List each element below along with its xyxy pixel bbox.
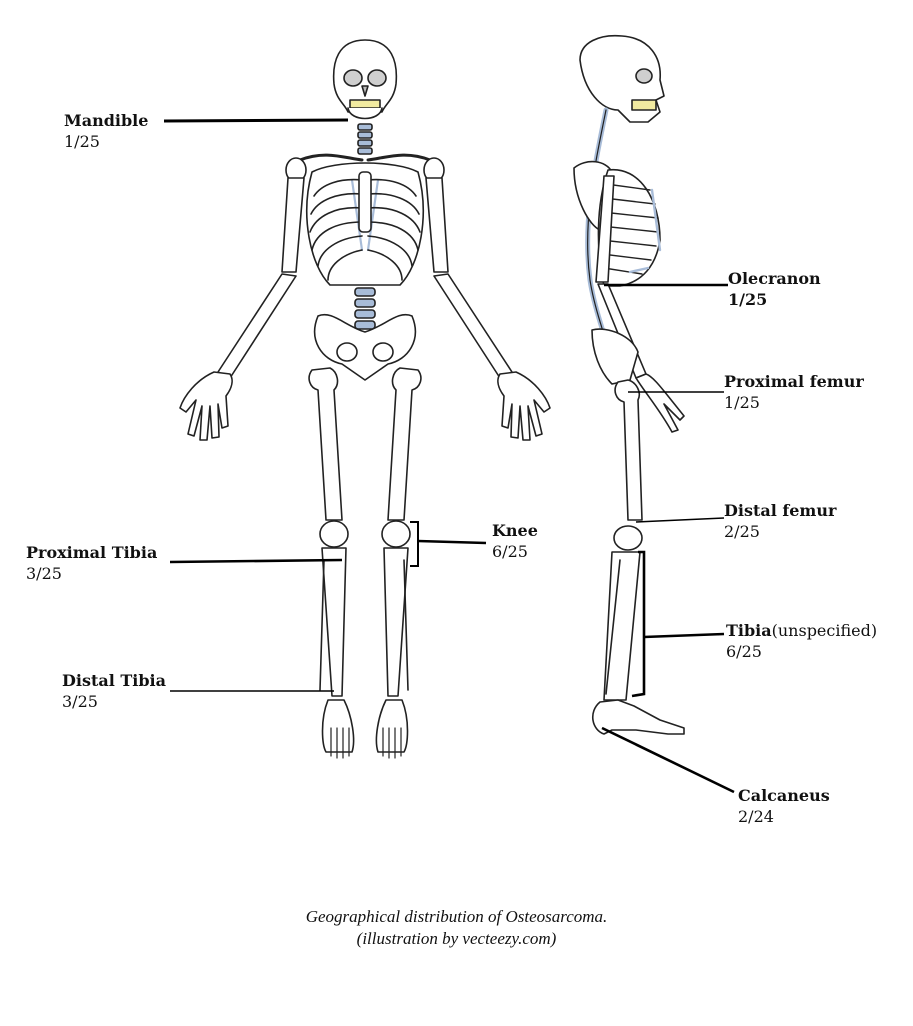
mandible-leader <box>163 118 349 123</box>
figure-caption: Geographical distribution of Osteosarcom… <box>0 906 913 950</box>
calcaneus-count: 2/24 <box>738 807 774 826</box>
distal-tibia-count: 3/25 <box>62 692 98 711</box>
front-skeleton <box>179 39 551 759</box>
knee-bracket <box>410 521 419 567</box>
distal-tibia-name: Distal Tibia <box>62 671 166 690</box>
leader-lines <box>163 118 735 794</box>
tibia-count: 6/25 <box>726 642 762 661</box>
olecranon-name: Olecranon <box>728 269 821 288</box>
tibia-name: Tibia <box>726 621 772 640</box>
proximal-tibia-name: Proximal Tibia <box>26 543 158 562</box>
label-knee: Knee 6/25 <box>492 520 538 562</box>
caption-line-1: Geographical distribution of Osteosarcom… <box>305 907 608 926</box>
label-mandible: Mandible 1/25 <box>64 110 148 152</box>
calcaneus-name: Calcaneus <box>738 786 830 805</box>
mandible-name: Mandible <box>64 111 149 130</box>
proximal-femur-name: Proximal femur <box>724 372 864 391</box>
label-distal-tibia: Distal Tibia 3/25 <box>62 670 166 712</box>
tibia-bracket <box>631 550 646 698</box>
label-tibia: Tibia(unspecified) 6/25 <box>726 620 877 662</box>
label-calcaneus: Calcaneus 2/24 <box>738 785 830 827</box>
caption-line-2: (illustration by vecteezy.com) <box>356 929 557 948</box>
tibia-name-line: Tibia(unspecified) <box>726 620 877 641</box>
label-proximal-femur: Proximal femur 1/25 <box>724 371 864 413</box>
proximal-femur-count: 1/25 <box>724 393 760 412</box>
proximal-tibia-count: 3/25 <box>26 564 62 583</box>
knee-count: 6/25 <box>492 542 528 561</box>
mandible-count: 1/25 <box>64 132 100 151</box>
olecranon-count: 1/25 <box>728 290 768 309</box>
label-olecranon: Olecranon 1/25 <box>728 268 821 310</box>
tibia-note: (unspecified) <box>771 621 878 640</box>
proximal-tibia-leader <box>169 558 343 564</box>
knee-name: Knee <box>492 521 538 540</box>
calcaneus-leader <box>601 726 735 794</box>
label-proximal-tibia: Proximal Tibia 3/25 <box>26 542 157 584</box>
distal-femur-count: 2/25 <box>724 522 760 541</box>
distal-femur-leader <box>635 517 725 523</box>
tibia-leader <box>643 632 725 639</box>
knee-leader <box>417 539 487 545</box>
label-distal-femur: Distal femur 2/25 <box>724 500 836 542</box>
distal-femur-name: Distal femur <box>724 501 837 520</box>
side-skeleton <box>573 34 685 735</box>
